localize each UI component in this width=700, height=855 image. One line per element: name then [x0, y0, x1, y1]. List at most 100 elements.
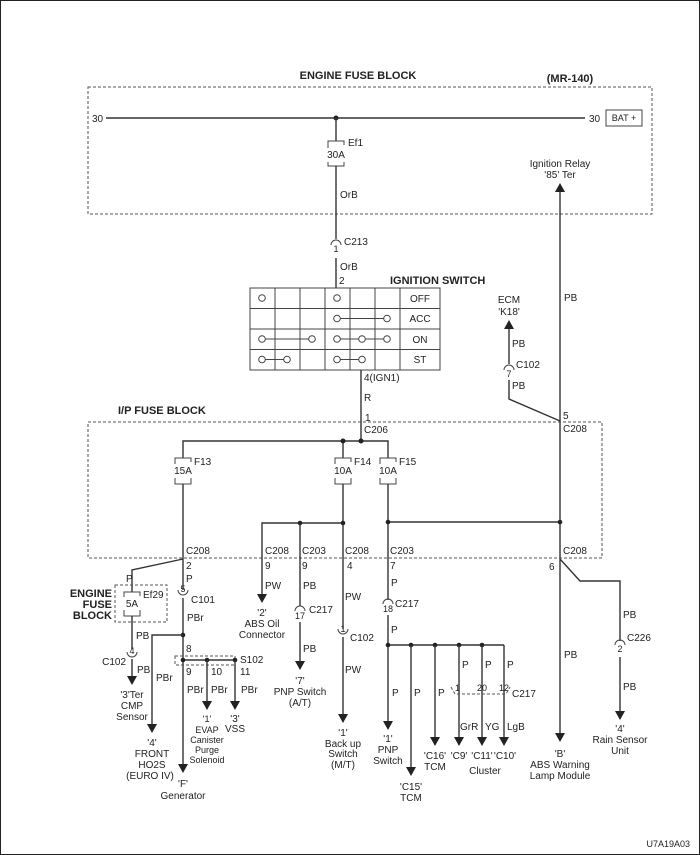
fuse-f14-name: F14: [354, 457, 372, 468]
backup-label: Back up: [325, 739, 362, 750]
abs-oil-label: ABS Oil: [244, 619, 279, 630]
pnp-label: '1': [383, 734, 392, 745]
c217-label: C217: [395, 599, 419, 610]
wire-color: P: [507, 660, 514, 671]
wire-color: P: [391, 625, 398, 636]
wire-color: P: [485, 660, 492, 671]
c226-label: C226: [627, 633, 651, 644]
wire-color: PW: [345, 665, 362, 676]
pin-label: 9: [302, 561, 308, 572]
arrow-down-icon: [178, 764, 188, 773]
ef29-block-label: ENGINE: [70, 588, 112, 600]
abs-lamp-label: Lamp Module: [530, 771, 591, 782]
c217-pin: 18: [383, 604, 393, 614]
tcm-c15-label: 'C15': [400, 782, 422, 793]
ip-fuse-block-title: I/P FUSE BLOCK: [118, 405, 206, 417]
splice: [385, 519, 391, 525]
c213-label: C213: [344, 237, 368, 248]
connector-c102: [337, 628, 349, 635]
switch-input-pin: 2: [339, 276, 345, 287]
fuse-f13-name: F13: [194, 457, 212, 468]
evap-label: '1': [203, 714, 212, 724]
figure-id: U7A19A03: [646, 839, 690, 849]
c208-label: C208: [563, 424, 587, 435]
wire-color: PB: [623, 682, 637, 693]
wire-color: PB: [136, 631, 150, 642]
wire-color: PB: [303, 644, 317, 655]
wire-color: P: [438, 688, 445, 699]
wire-color: PB: [564, 650, 578, 661]
pnp-label: PNP: [378, 745, 399, 756]
wire-color: PB: [137, 665, 151, 676]
pin-label: 6: [549, 562, 555, 573]
s102-label: S102: [240, 655, 264, 666]
wire: [151, 634, 183, 724]
vss-label: VSS: [225, 724, 245, 735]
wire: [508, 380, 561, 422]
pin-label: 10: [211, 667, 223, 678]
pin-label: 8: [186, 644, 192, 655]
ign1-pin: 4(IGN1): [364, 373, 400, 384]
cluster-terminal: 'C11': [471, 751, 493, 762]
position-off: OFF: [410, 294, 430, 305]
arrow-down-icon: [147, 724, 157, 733]
arrow-down-icon: [127, 676, 137, 685]
generator-label: Generator: [160, 791, 206, 802]
abs-oil-label: '2': [257, 608, 266, 619]
ecm-terminal: 'K18': [498, 307, 520, 318]
ho2s-label: (EURO IV): [126, 771, 174, 782]
engine-fuse-block-box: [87, 86, 653, 215]
c102-pin: 4: [129, 646, 134, 656]
backup-label: Switch: [328, 749, 357, 760]
fuse-f15-rating: 10A: [379, 466, 397, 477]
wire-color: OrB: [340, 190, 358, 201]
arrow-down-icon: [338, 714, 348, 723]
ip-fuse-block-box: [87, 421, 603, 559]
fuse-ef1-rating: 30A: [327, 150, 345, 161]
conn-label: C208: [563, 546, 587, 557]
splice: [180, 657, 186, 663]
fuse-ef29-rating: 5A: [126, 599, 139, 610]
connector-c101: [177, 589, 189, 596]
generator-label: 'F': [178, 779, 188, 790]
c206-label: C206: [364, 425, 388, 436]
wire-color: PBr: [156, 673, 173, 684]
abs-oil-label: Connector: [239, 630, 286, 641]
pin-label: 20: [477, 683, 487, 693]
evap-label: Purge: [195, 745, 219, 755]
ignition-switch-title: IGNITION SWITCH: [390, 275, 485, 287]
wire-color: PB: [564, 293, 578, 304]
arrow-up-icon: [504, 320, 514, 329]
engine-fuse-block-title: ENGINE FUSE BLOCK: [300, 70, 417, 82]
ef29-engine-fuse-block-box: [114, 584, 168, 623]
ho2s-label: '4': [147, 738, 156, 749]
c102-label: C102: [516, 360, 540, 371]
evap-label: Canister: [190, 735, 224, 745]
pin-label: 4: [347, 561, 353, 572]
c102-pin: 1: [340, 624, 345, 634]
wire-color: PBr: [211, 685, 228, 696]
fuse-f15-name: F15: [399, 457, 417, 468]
ef29-block-label: FUSE: [83, 599, 112, 611]
bat-plus-box: [605, 109, 643, 127]
arrow-down-icon: [454, 737, 464, 746]
splice: [340, 438, 346, 444]
bus-left-pin: 30: [92, 114, 104, 125]
splice: [358, 438, 364, 444]
pin-label: 9: [186, 667, 192, 678]
pnp-at-label: (A/T): [289, 698, 311, 709]
ho2s-label: FRONT: [135, 749, 169, 760]
c213-pin: 1: [333, 244, 338, 254]
arrow-down-icon: [230, 701, 240, 710]
wire-color: PBr: [187, 613, 204, 624]
cluster-terminal: 'C10': [494, 751, 516, 762]
pin-label: 7: [390, 561, 396, 572]
conn-label: C208: [186, 546, 210, 557]
wire-color: PB: [512, 339, 526, 350]
cmp-label: Sensor: [116, 712, 148, 723]
connector-c217: [294, 605, 306, 612]
arrow-down-icon: [202, 701, 212, 710]
splice: [340, 520, 346, 526]
wire-color: PBr: [187, 685, 204, 696]
